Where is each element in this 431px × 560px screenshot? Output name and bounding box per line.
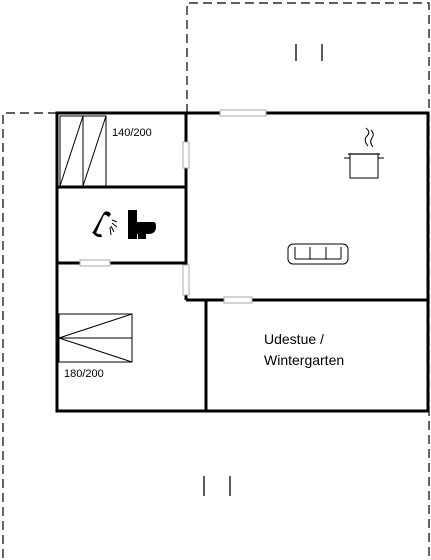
shower-icon	[92, 211, 118, 238]
bed-lower-label: 180/200	[64, 368, 104, 380]
bed-upper-label: 140/200	[112, 127, 152, 139]
step-marks-bottom	[203, 476, 231, 496]
windows	[79, 109, 267, 304]
room-label-line1: Udestue /	[264, 331, 324, 347]
step-marks-top	[295, 44, 323, 61]
sofa-icon	[287, 243, 349, 265]
interior-walls	[57, 113, 428, 411]
room-label-line2: Wintergarten	[264, 352, 344, 368]
bed-lower	[58, 313, 133, 363]
toilet-icon	[128, 210, 156, 239]
bed-upper	[59, 115, 107, 187]
stove-pot-icon	[344, 127, 384, 179]
